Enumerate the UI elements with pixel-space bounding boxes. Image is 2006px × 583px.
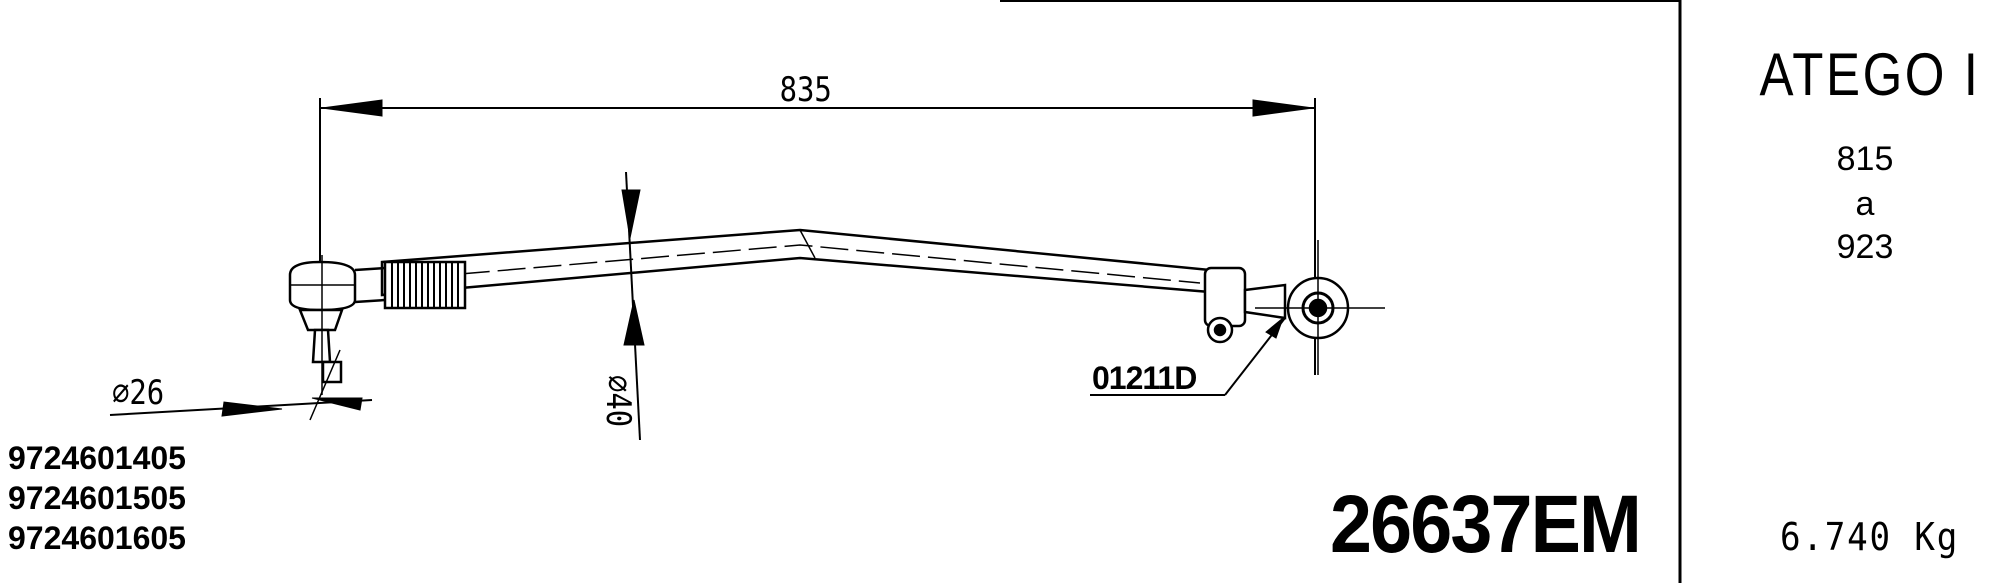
oem-reference: 9724601405 xyxy=(8,440,186,476)
threaded-sleeve xyxy=(383,260,467,310)
tube-diameter-label: ⌀40 xyxy=(598,375,638,428)
length-dimension-label: 835 xyxy=(779,70,832,110)
left-ball-joint xyxy=(288,255,386,395)
part-number: 26637EM xyxy=(1330,479,1642,570)
model-range-to: 923 xyxy=(1836,228,1894,266)
tie-rod-tube xyxy=(380,228,1212,297)
model-range-from: 815 xyxy=(1836,140,1894,178)
model-range-separator: a xyxy=(1855,185,1875,223)
right-eye-end xyxy=(1203,240,1385,375)
joint-code-leader xyxy=(1090,316,1286,396)
tube-diameter-dimension xyxy=(621,171,645,441)
joint-code-label: 01211D xyxy=(1092,360,1197,396)
vehicle-model-title: ATEGO I xyxy=(1759,41,1981,108)
stud-diameter-label: ⌀26 xyxy=(112,373,165,413)
stud-diameter-dimension xyxy=(109,349,373,421)
oem-reference: 9724601505 xyxy=(8,480,186,516)
oem-reference-list: 9724601405 9724601505 9724601605 xyxy=(8,438,186,558)
part-weight: 6.740 Kg xyxy=(1780,515,1960,559)
oem-reference: 9724601605 xyxy=(8,520,186,556)
